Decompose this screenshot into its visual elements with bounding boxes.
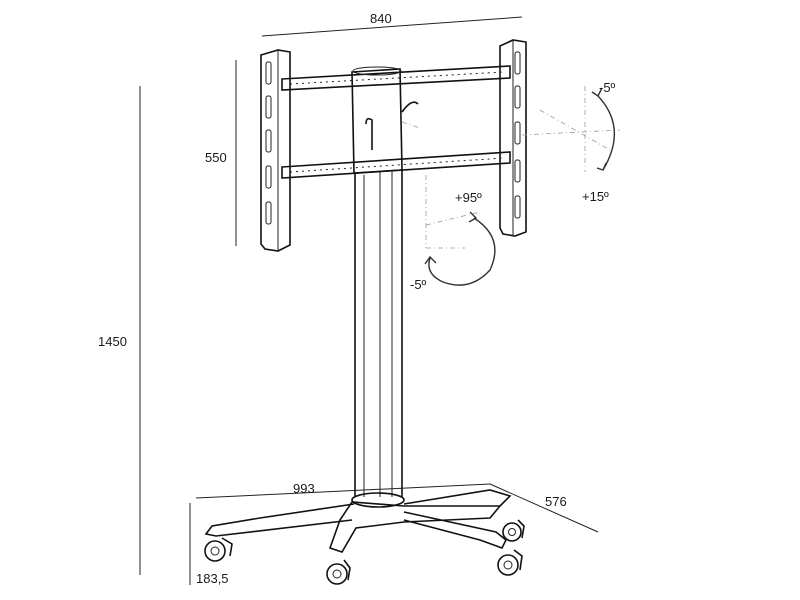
- base-depth-dimension-line: [489, 483, 599, 533]
- base-width-label: 993: [293, 481, 315, 496]
- width-dimension-line: [261, 16, 523, 37]
- rotation-indicator: [424, 175, 496, 286]
- panel-height-label: 550: [205, 150, 227, 165]
- rotate-ccw-label: -5º: [410, 277, 427, 292]
- left-vesa-plate: [260, 49, 291, 252]
- rotate-cw-label: +95º: [455, 190, 482, 205]
- upper-rail: [281, 65, 511, 91]
- caster-front-left: [204, 537, 233, 562]
- base-depth-label: 576: [545, 494, 567, 509]
- base: [204, 489, 512, 553]
- tilt-up-label: -5º: [599, 80, 616, 95]
- lower-rail: [281, 151, 511, 179]
- base-width-dimension-line: [195, 483, 491, 499]
- caster-height-label: 183,5: [196, 571, 229, 586]
- tilt-indicator: [521, 86, 621, 172]
- caster-right: [497, 549, 523, 576]
- width-label: 840: [370, 11, 392, 26]
- column: [354, 170, 403, 497]
- caster-back: [502, 519, 525, 542]
- caster-front-center: [326, 559, 351, 585]
- total-height-label: 1450: [98, 334, 127, 349]
- right-vesa-plate: [499, 39, 527, 237]
- tilt-down-label: +15º: [582, 189, 609, 204]
- dimension-lines: [139, 16, 599, 585]
